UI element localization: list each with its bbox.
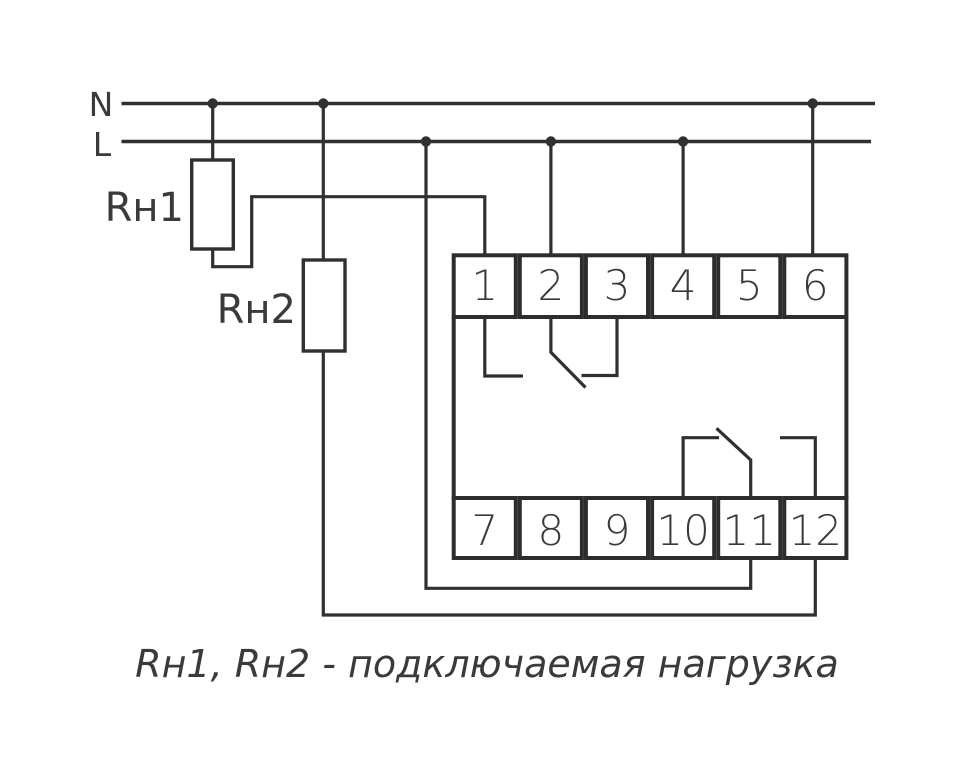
phase-bus-label: L <box>93 125 112 164</box>
phase-to-terminal11-wire <box>424 141 753 590</box>
terminal-box-11 <box>716 496 783 560</box>
relay-contact-10-11-12 <box>681 427 817 497</box>
terminal-number-5: 5 <box>736 261 763 310</box>
load-rn2-symbol <box>301 258 347 353</box>
terminal-box-1 <box>451 253 518 320</box>
load-rn1-branch: Rн1 <box>105 103 487 269</box>
contact-terminal10-lead <box>681 436 719 497</box>
terminal-box-9 <box>583 496 651 560</box>
terminal-number-10: 10 <box>656 506 709 555</box>
terminal-box-10 <box>650 496 717 560</box>
relay-device: 1 2 3 4 5 6 7 8 9 10 11 12 <box>451 253 849 560</box>
load-rn2-label: Rн2 <box>217 287 296 333</box>
terminal-feed-wires <box>424 103 815 590</box>
terminal-number-7: 7 <box>471 506 498 555</box>
terminal-number-1: 1 <box>471 261 498 310</box>
terminal-number-12: 12 <box>789 506 842 555</box>
contact-terminal3-lead <box>581 319 619 378</box>
caption: Rн1, Rн2 - подключаемая нагрузка <box>135 642 839 686</box>
terminal-number-4: 4 <box>670 261 697 310</box>
neutral-bus-label: N <box>89 85 114 124</box>
relay-contact-1-2-3 <box>483 319 619 389</box>
load-rn2-branch: Rн2 <box>217 103 817 617</box>
terminal-box-6 <box>782 253 849 320</box>
load-rn1-label: Rн1 <box>105 185 184 231</box>
rn2-to-terminal12-wire <box>321 351 817 617</box>
terminal-number-3: 3 <box>604 261 631 310</box>
top-terminal-row: 1 2 3 4 5 6 <box>451 253 849 320</box>
contact-terminal2-blade <box>549 319 587 389</box>
contact-terminal12-lead <box>780 436 817 497</box>
load-rn1-symbol <box>189 158 235 251</box>
terminal-box-12 <box>782 496 849 560</box>
terminal-box-2 <box>517 253 584 320</box>
contact-terminal11-blade <box>715 427 753 497</box>
terminal-number-2: 2 <box>538 261 565 310</box>
terminal-box-7 <box>451 496 518 560</box>
bottom-terminal-row: 7 8 9 10 11 12 <box>451 496 849 560</box>
terminal-number-6: 6 <box>802 261 829 310</box>
terminal-box-3 <box>583 253 651 320</box>
terminal-box-8 <box>517 496 584 560</box>
terminal-box-4 <box>650 253 717 320</box>
rn1-to-terminal1-wire <box>211 195 487 269</box>
terminal-number-9: 9 <box>604 506 631 555</box>
terminal-box-5 <box>716 253 783 320</box>
terminal-number-8: 8 <box>538 506 565 555</box>
contact-terminal1-lead <box>483 319 523 378</box>
terminal-number-11: 11 <box>722 506 775 555</box>
power-buses: N L <box>89 85 875 164</box>
